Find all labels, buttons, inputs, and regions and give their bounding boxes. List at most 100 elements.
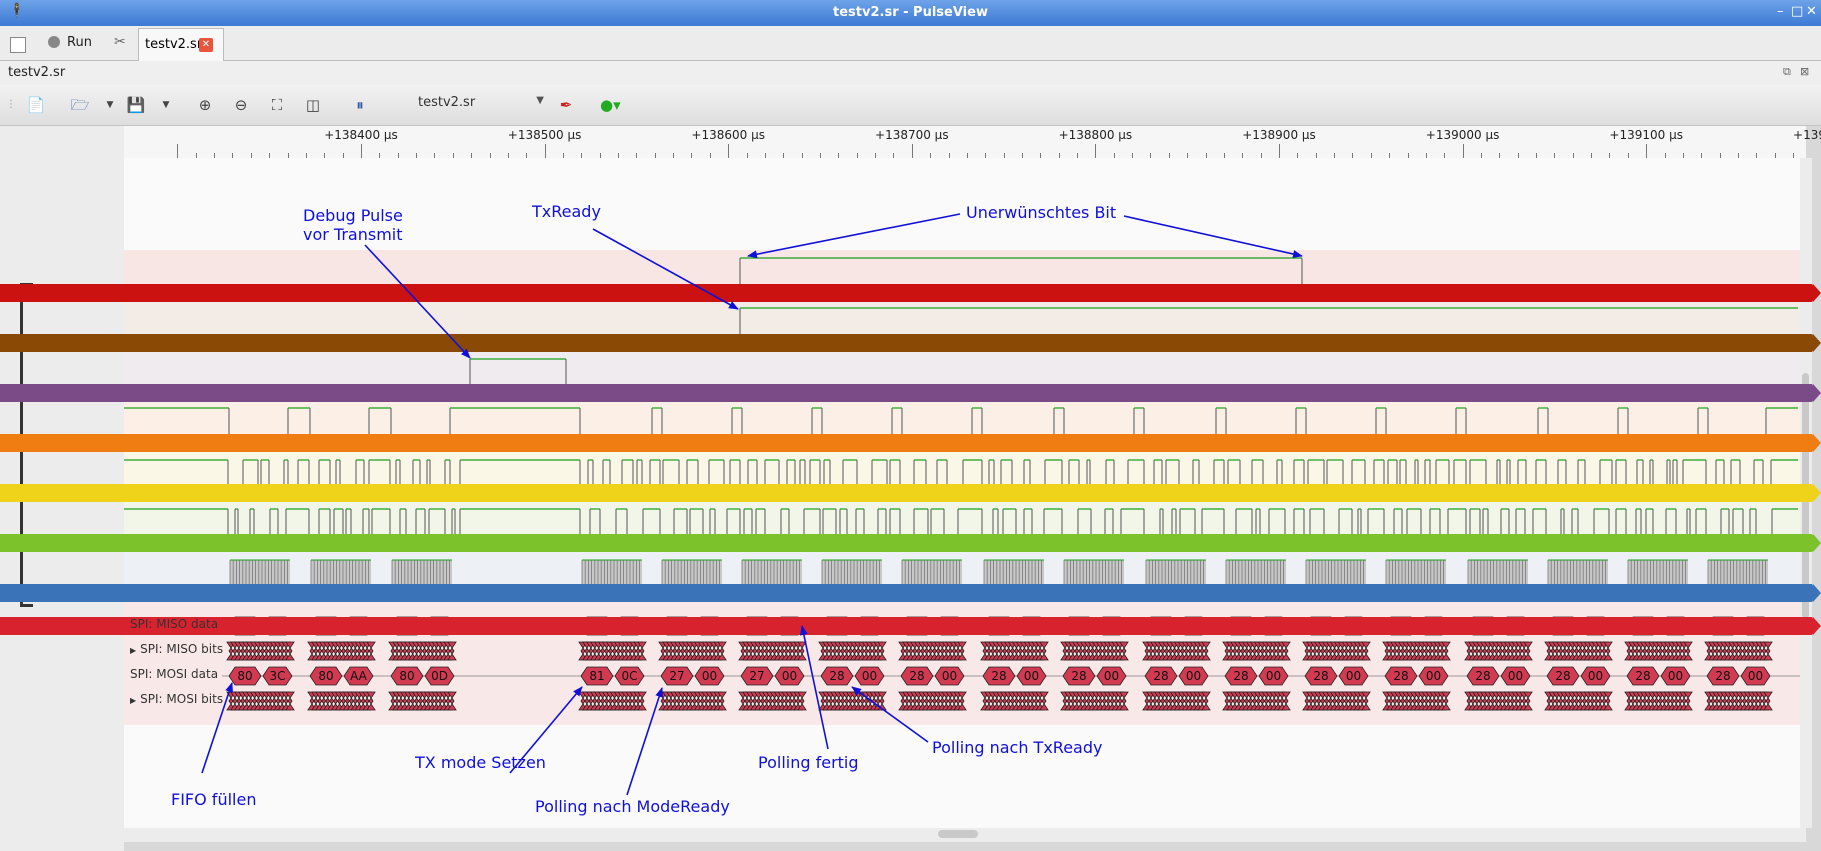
- add-decoder-icon[interactable]: ●▾: [600, 96, 621, 114]
- ruler-label: +138800 µs: [1058, 128, 1133, 142]
- new-file-icon[interactable]: 📄: [26, 96, 46, 114]
- ruler-tick: [507, 153, 509, 158]
- chevron-right-icon[interactable]: ▶: [130, 646, 137, 655]
- maximize-icon[interactable]: □: [1791, 4, 1804, 19]
- ruler-tick: [1205, 153, 1207, 158]
- mosi-data-blob-text: 80: [318, 669, 333, 683]
- mosi-data-blob-text: 0C: [621, 669, 637, 683]
- ruler-tick: [232, 153, 234, 158]
- channel-label[interactable]: MOSI: [0, 484, 1821, 502]
- ruler-tick: [636, 153, 638, 158]
- ruler-tick: [1168, 153, 1170, 158]
- bit-blob: [1281, 691, 1291, 711]
- run-icon[interactable]: [48, 36, 60, 48]
- channel-label[interactable]: SPI: [0, 617, 1821, 635]
- bit-blob: [717, 641, 727, 661]
- mosi-data-blob-text: 80: [237, 669, 252, 683]
- mosi-data-blob-text: AA: [350, 669, 368, 683]
- mosi-data-blob-text: 81: [589, 669, 604, 683]
- mosi-data-blob: [262, 666, 293, 686]
- mosi-data-blob-text: 27: [669, 669, 684, 683]
- mosi-data-blob-text: 00: [1748, 669, 1763, 683]
- new-session-icon[interactable]: [10, 37, 26, 53]
- mosi-data-blob: [1016, 666, 1047, 686]
- mosi-data-blob-text: 00: [862, 669, 877, 683]
- ruler-tick: [1279, 144, 1280, 158]
- save-dropdown-icon[interactable]: ▼: [162, 100, 170, 110]
- ruler-tick: [985, 153, 987, 158]
- channel-label[interactable]: DBG (A2): [0, 384, 1821, 402]
- bit-blob: [285, 641, 295, 661]
- probe-config-icon[interactable]: ✒: [559, 96, 573, 114]
- title-bar: 🕴 testv2.sr - PulseView – □ ✕: [0, 0, 1821, 26]
- channel-label[interactable]: DIO2-Data: [0, 284, 1821, 302]
- tab-label: testv2.sr: [145, 37, 203, 52]
- device-config-icon[interactable]: ✂: [114, 34, 126, 50]
- bit-blob: [447, 691, 457, 711]
- bit-blob: [877, 641, 887, 661]
- zoom-fit-icon[interactable]: ⛶: [271, 96, 283, 114]
- app-logo-icon: 🕴: [8, 3, 26, 19]
- mosi-data-blob-text: 28: [1555, 669, 1570, 683]
- ruler-tick: [1260, 153, 1262, 158]
- ruler-tick: [1150, 153, 1152, 158]
- device-selector[interactable]: testv2.sr ▼: [418, 95, 544, 115]
- bit-blob: [1119, 691, 1129, 711]
- annotation-polling-mode: Polling nach ModeReady: [535, 797, 730, 816]
- channel-label[interactable]: CS#: [0, 434, 1821, 452]
- mosi-data-blob-text: 00: [1266, 669, 1281, 683]
- horizontal-scrollbar[interactable]: [124, 828, 1806, 842]
- ruler-tick: [177, 144, 179, 158]
- channel-label[interactable]: Dio0-TxRdy: [0, 334, 1821, 352]
- mosi-data-blob: [1580, 666, 1611, 686]
- mosi-data-blob: [1418, 666, 1449, 686]
- zoom-out-icon[interactable]: ⊖: [234, 96, 248, 114]
- close-window-icon[interactable]: ✕: [1806, 4, 1817, 19]
- mosi-data-blob-text: 00: [1508, 669, 1523, 683]
- ruler-tick: [1756, 153, 1758, 158]
- annotation-unwanted-bit: Unerwünschtes Bit: [966, 203, 1117, 222]
- close-tab-icon[interactable]: ✕: [199, 38, 213, 52]
- ruler-tick: [1774, 153, 1776, 158]
- zoom-one-to-one-icon[interactable]: ◫: [305, 96, 321, 114]
- ruler-label: +139200 µs: [1793, 128, 1821, 142]
- decoder-row-mosi-bits[interactable]: ▶SPI: MOSI bits: [130, 692, 224, 706]
- mosi-data-blob: [934, 666, 965, 686]
- ruler-tick: [1187, 153, 1189, 158]
- chevron-right-icon[interactable]: ▶: [130, 696, 137, 705]
- mosi-data-blob: [1258, 666, 1289, 686]
- run-button[interactable]: Run: [67, 35, 92, 50]
- ruler-tick: [342, 153, 344, 158]
- open-dropdown-icon[interactable]: ▼: [106, 100, 114, 110]
- ruler-tick: [416, 153, 418, 158]
- ruler-tick: [434, 153, 436, 158]
- minimize-icon[interactable]: –: [1777, 4, 1784, 19]
- ruler-tick: [1370, 153, 1372, 158]
- open-file-icon[interactable]: 🗁: [70, 96, 90, 114]
- ruler-tick: [1480, 153, 1482, 158]
- bit-blob: [1201, 691, 1211, 711]
- tab-testv2[interactable]: testv2.sr ✕: [138, 28, 224, 61]
- bit-blob: [285, 691, 295, 711]
- mosi-data-blob: [900, 666, 934, 686]
- zoom-in-icon[interactable]: ⊕: [198, 96, 212, 114]
- float-view-icon[interactable]: ⧉: [1783, 65, 1791, 78]
- decoder-row-miso-data: SPI: MISO data: [130, 617, 219, 631]
- bit-blob: [1763, 641, 1773, 661]
- ruler-tick: [838, 153, 840, 158]
- horizontal-scroll-thumb[interactable]: [938, 830, 978, 838]
- cursor-icon[interactable]: ⏸: [356, 96, 364, 114]
- ruler-tick: [195, 153, 197, 158]
- channel-label[interactable]: MISO: [0, 534, 1821, 552]
- decoder-row-miso-bits[interactable]: ▶SPI: MISO bits: [130, 642, 224, 656]
- mosi-data-blob-text: 00: [1104, 669, 1119, 683]
- channel-label[interactable]: CLK: [0, 584, 1821, 602]
- mosi-data-blob-text: 28: [1393, 669, 1408, 683]
- save-file-icon[interactable]: 💾: [126, 96, 146, 114]
- mosi-data-blob: [1466, 666, 1500, 686]
- close-view-icon[interactable]: ⊠: [1800, 65, 1810, 78]
- ruler-label: +138500 µs: [507, 128, 582, 142]
- time-ruler[interactable]: +138400 µs+138500 µs+138600 µs+138700 µs…: [124, 126, 1821, 159]
- ruler-tick: [397, 153, 399, 158]
- ruler-tick: [930, 153, 932, 158]
